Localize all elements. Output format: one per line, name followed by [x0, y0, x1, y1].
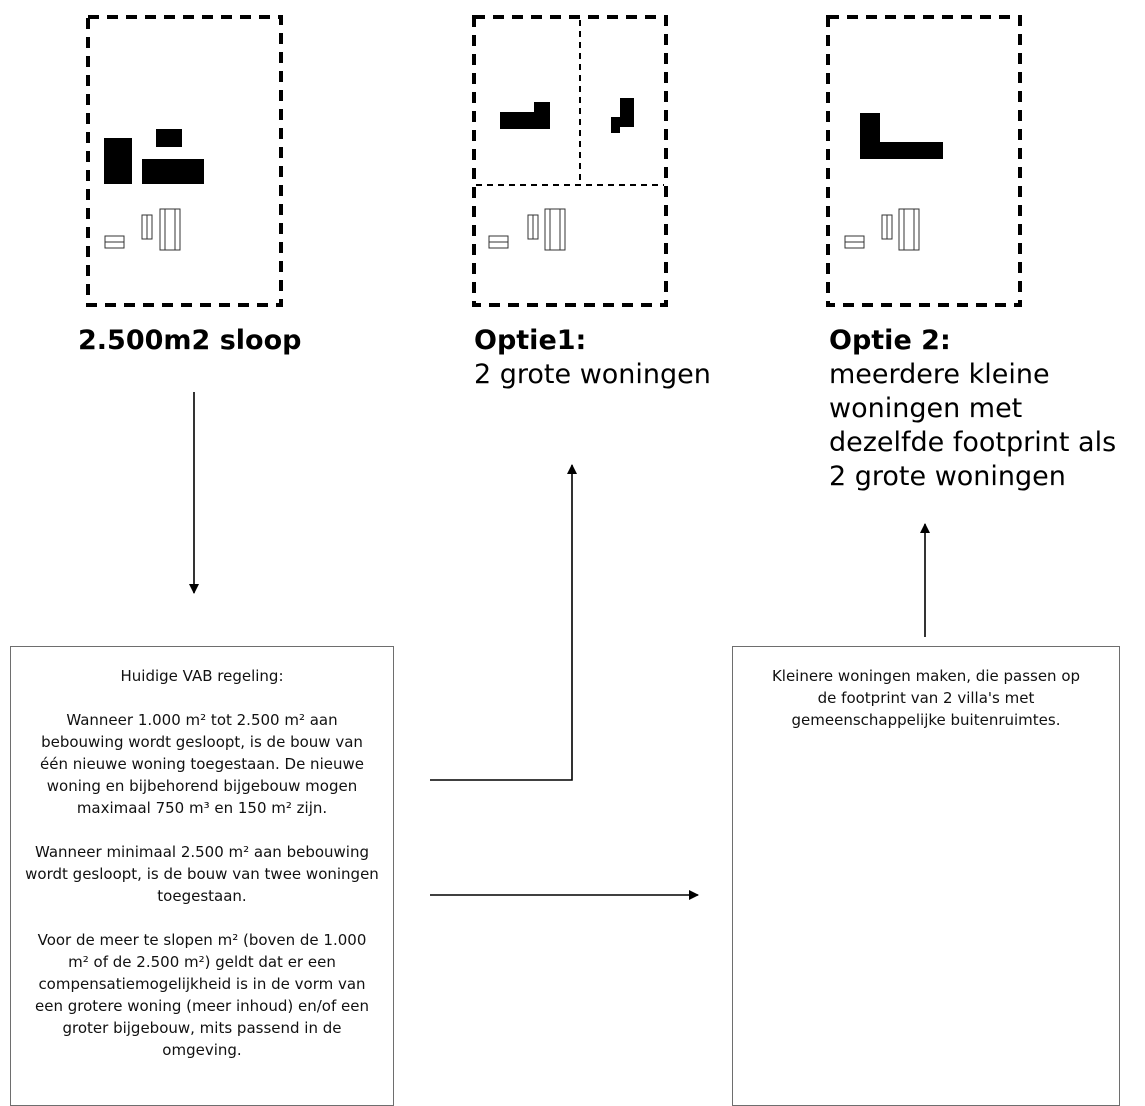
outbuilding-outline	[844, 208, 920, 251]
regulation-box: Huidige VAB regeling: Wanneer 1.000 m² t…	[10, 646, 394, 1106]
proposal-text: Kleinere woningen maken, die passen op d…	[771, 667, 1081, 729]
site-plan-optie2	[826, 15, 1022, 307]
building-block	[142, 159, 204, 184]
regulation-paragraph: Voor de meer te slopen m² (boven de 1.00…	[35, 931, 369, 1059]
arrow-to-optie1	[430, 464, 577, 781]
regulation-title: Huidige VAB regeling:	[120, 667, 284, 685]
caption-sloop: 2.500m2 sloop	[78, 324, 408, 358]
caption-optie1: Optie1: 2 grote woningen	[474, 324, 774, 392]
plot-boundary	[86, 15, 283, 307]
caption-title: Optie 2:	[829, 325, 951, 356]
site-plan-optie1	[472, 15, 668, 307]
caption-title: Optie1:	[474, 325, 587, 356]
building-block	[611, 98, 634, 133]
regulation-paragraph: Wanneer 1.000 m² tot 2.500 m² aan bebouw…	[40, 711, 364, 817]
caption-title: 2.500m2 sloop	[78, 325, 302, 356]
building-block	[104, 138, 132, 184]
caption-optie2: Optie 2: meerdere kleine woningen met de…	[829, 324, 1139, 494]
building-block	[860, 113, 943, 159]
outbuilding-outline	[104, 208, 181, 251]
site-plan-sloop	[86, 15, 283, 307]
outbuilding-outline	[488, 208, 566, 251]
plot-boundary	[826, 15, 1022, 307]
building-block	[500, 102, 550, 129]
caption-subtitle: 2 grote woningen	[474, 359, 711, 390]
plot-boundary	[472, 15, 668, 307]
regulation-paragraph: Wanneer minimaal 2.500 m² aan bebouwing …	[25, 843, 379, 905]
caption-subtitle: meerdere kleine woningen met dezelfde fo…	[829, 359, 1117, 492]
proposal-box: Kleinere woningen maken, die passen op d…	[732, 646, 1120, 1106]
building-block	[156, 129, 182, 147]
